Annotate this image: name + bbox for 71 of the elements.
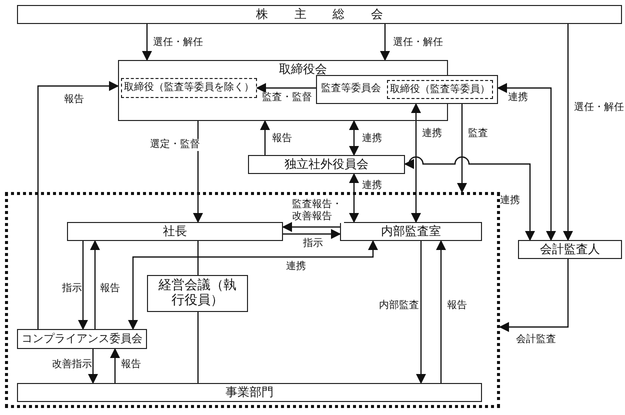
node-label: 事業部門 xyxy=(226,386,274,400)
edge-label: 会計監査 xyxy=(516,334,556,346)
process-box xyxy=(316,75,498,104)
edge-label: 報告 xyxy=(447,300,467,312)
arrow xyxy=(90,240,100,329)
node-label: コンプライアンス委員会 xyxy=(22,332,142,346)
node-label: 経営会議（執行役員） xyxy=(157,278,238,308)
arrow xyxy=(260,120,270,155)
edge-label: 報告 xyxy=(121,359,141,371)
node-label: 会計監査人 xyxy=(540,242,600,256)
arrow xyxy=(282,222,340,232)
edge-label: 連携 xyxy=(286,261,306,273)
arrow xyxy=(128,240,378,330)
node-label: 取締役（監査等委員を除く） xyxy=(124,82,254,94)
arrow xyxy=(142,24,152,61)
node-label: 取締役会 xyxy=(279,63,327,77)
connector-line xyxy=(197,312,199,383)
edge-label: 選任・解任 xyxy=(393,37,443,49)
node-label: 独立社外役員会 xyxy=(284,158,368,172)
edge-label: 選任・解任 xyxy=(153,37,203,49)
edge-label: 連携 xyxy=(500,195,520,207)
arrow xyxy=(497,83,556,241)
node-label: 株主総会 xyxy=(256,8,410,22)
edge-label: 連携 xyxy=(362,180,382,192)
edge-label: 選定・監督 xyxy=(150,139,200,151)
process-box xyxy=(17,5,622,24)
arrow xyxy=(256,83,316,93)
edge-label: 改善指示 xyxy=(52,359,92,371)
arrow xyxy=(404,156,535,241)
edge-label: 指示 xyxy=(62,283,82,295)
arrow xyxy=(380,24,390,61)
edge-label: 監査 xyxy=(468,128,488,140)
process-box xyxy=(248,155,405,174)
edge-label: 指示 xyxy=(303,238,323,250)
arrow xyxy=(110,348,120,383)
edge-label: 連携 xyxy=(362,133,382,145)
process-box xyxy=(147,275,248,312)
arrow xyxy=(411,103,421,223)
arrow xyxy=(349,173,359,223)
process-box xyxy=(17,329,147,349)
arrow xyxy=(37,81,119,329)
dashed-box xyxy=(121,78,257,98)
edge-label: 報告 xyxy=(64,94,84,106)
process-box xyxy=(67,222,283,241)
arrow xyxy=(349,120,359,156)
edge-label: 内部監査 xyxy=(379,300,419,312)
connector-line xyxy=(197,241,199,275)
arrow xyxy=(416,241,426,384)
edge-label: 連携 xyxy=(422,128,442,140)
edge-label: 報告 xyxy=(272,133,292,145)
arrow xyxy=(78,241,88,330)
node-label: 監査等委員会 xyxy=(321,83,381,94)
edge-label: 連携 xyxy=(508,92,528,104)
arrow xyxy=(499,259,569,332)
arrow xyxy=(457,104,467,193)
edge-label: 選任・解任 xyxy=(574,102,624,114)
arrow xyxy=(436,240,446,383)
node-label: 内部監査室 xyxy=(381,224,441,238)
arrow xyxy=(88,349,98,384)
edge-label: 報告 xyxy=(100,283,120,295)
edge-label: 監査・監督 xyxy=(262,92,312,104)
edge-label: 監査報告・改善報告 xyxy=(292,199,344,223)
arrow xyxy=(283,229,341,239)
arrow xyxy=(193,121,203,223)
node-label: 社長 xyxy=(163,224,187,238)
node-label: 取締役（監査等委員） xyxy=(390,84,490,96)
process-box xyxy=(17,383,482,402)
process-box xyxy=(340,222,482,241)
arrow xyxy=(563,24,573,241)
process-box xyxy=(518,240,622,259)
dashed-box xyxy=(387,80,493,99)
